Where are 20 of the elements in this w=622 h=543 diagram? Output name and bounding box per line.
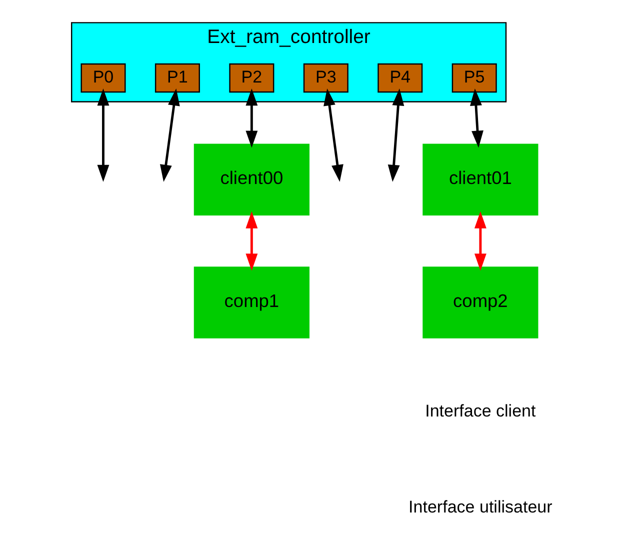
node-box: client00 [194, 144, 310, 216]
node-box: comp2 [422, 266, 538, 338]
arrow [246, 88, 258, 148]
node-box: client01 [422, 144, 538, 216]
legend-label: Interface utilisateur [408, 498, 552, 517]
arrow [470, 88, 484, 148]
arrow [160, 88, 180, 182]
arrow [324, 88, 344, 182]
node-box: P5 [452, 63, 497, 93]
arrow [97, 88, 110, 182]
node-box: P0 [80, 63, 126, 93]
arrow [388, 88, 404, 182]
node-box: P1 [154, 63, 200, 93]
arrow [474, 211, 486, 271]
node-box: P2 [229, 63, 274, 93]
node-box: comp1 [194, 266, 310, 338]
node-box: P3 [303, 63, 348, 93]
node-box: P4 [378, 63, 423, 93]
legend-label: Interface client [425, 402, 536, 421]
arrow [246, 211, 258, 271]
